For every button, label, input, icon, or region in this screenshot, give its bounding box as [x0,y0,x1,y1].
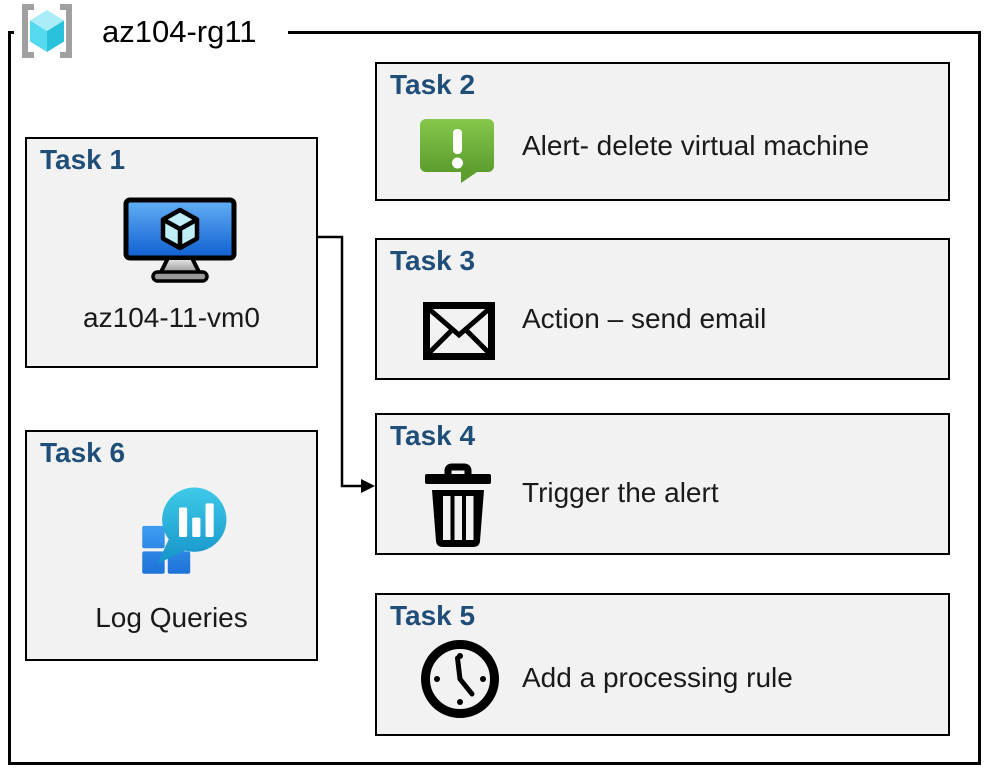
clock-icon [421,640,499,718]
task5-box: Task 5 Add a processing rule [375,593,950,736]
task2-label: Alert- delete virtual machine [522,130,870,161]
email-envelope-icon [423,302,495,360]
task6-title: Task 6 [40,437,126,468]
task2-box: Task 2 Alert- delete virtual machine [375,62,950,201]
task3-title: Task 3 [390,245,476,276]
task4-box: Task 4 Trigger the alert [375,413,950,555]
trash-delete-icon [425,463,491,547]
header-border-gap [14,28,288,38]
virtual-machine-icon [123,197,237,283]
task2-title: Task 2 [390,69,476,100]
task3-label: Action – send email [522,303,767,334]
resource-group-name: az104-rg11 [102,14,257,49]
task1-title: Task 1 [40,144,126,175]
task5-title: Task 5 [390,600,476,631]
alert-message-icon [420,119,494,183]
task6-box: Task 6 Log Queries [25,430,318,661]
task5-label: Add a processing rule [522,662,793,693]
resource-group-icon [22,4,72,58]
log-queries-icon [142,487,227,574]
task6-label: Log Queries [95,602,248,633]
task4-title: Task 4 [390,420,476,451]
task3-box: Task 3 Action – send email [375,238,950,380]
task1-label: az104-11-vm0 [83,302,260,333]
task1-box: Task 1 az104-11-vm0 [25,137,318,368]
task4-label: Trigger the alert [522,477,719,508]
